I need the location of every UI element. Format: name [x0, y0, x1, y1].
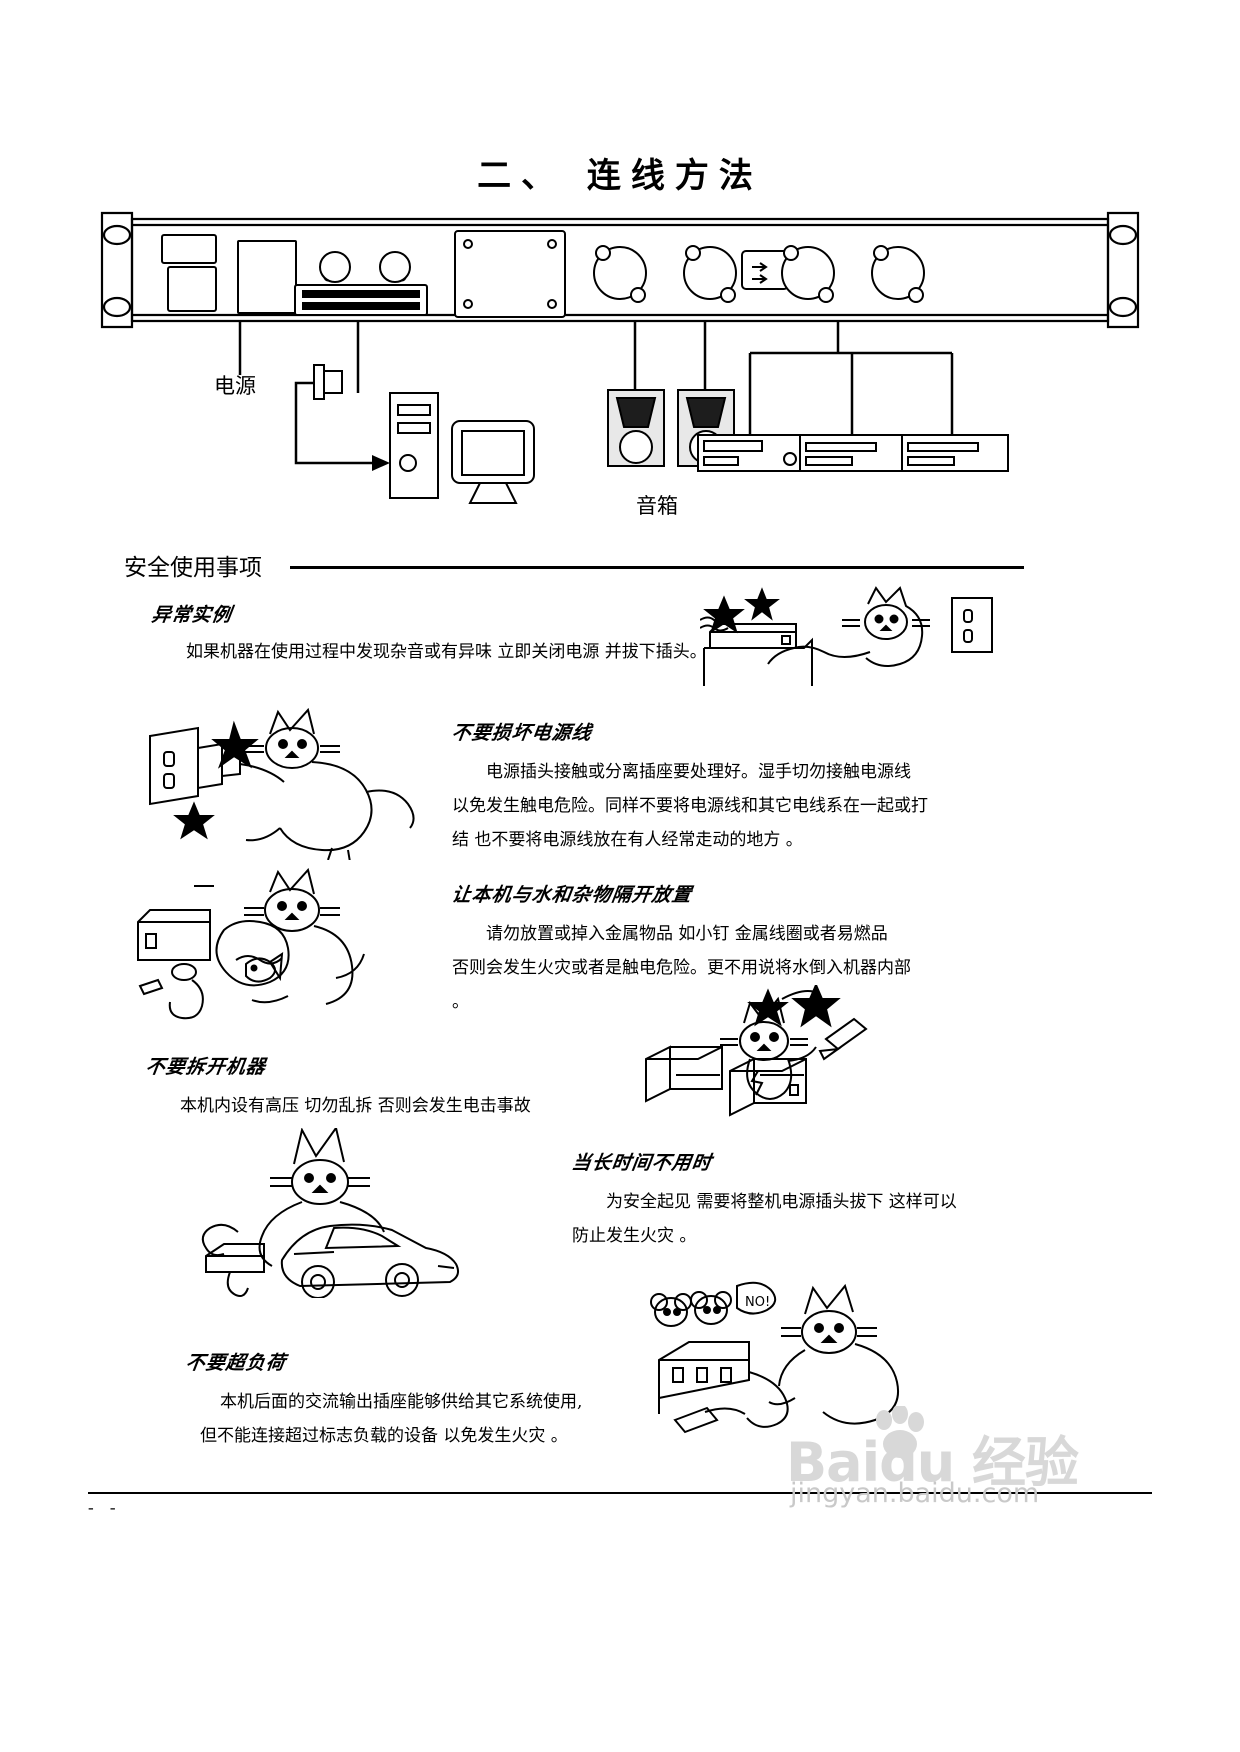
safety-block-water-debris: 让本机与水和杂物隔开放置 请勿放置或掉入金属物品 如小钉 金属线圈或者易燃品 否… — [450, 880, 932, 1019]
safety-block-do-not-overload: 不要超负荷 本机后面的交流输出插座能够供给其它系统使用, 但不能连接超过标志负载… — [184, 1348, 596, 1453]
block-title: 当长时间不用时 — [570, 1152, 714, 1174]
illustration-cat-on-car — [190, 1125, 490, 1299]
safety-section-heading: 安全使用事项 — [124, 548, 1024, 582]
illustration-cat-with-fishbowl — [128, 867, 378, 1028]
diagram-label-speaker: 音箱 — [636, 494, 678, 518]
diagram-label-power: 电源 — [214, 374, 256, 398]
block-title: 不要损坏电源线 — [450, 722, 594, 744]
block-title: 不要拆开机器 — [144, 1056, 268, 1078]
heading-rule — [290, 565, 1024, 569]
body-line: 防止发生火灾 。 — [572, 1226, 697, 1246]
body-line: 为安全起见 需要将整机电源插头拔下 这样可以 — [606, 1192, 957, 1212]
block-body: 本机内设有高压 切勿乱拆 否则会发生电击事故 — [146, 1089, 586, 1123]
body-line: 如果机器在使用过程中发现杂音或有异味 立即关闭电源 并拔下插头。 — [186, 642, 707, 662]
body-line: 否则会发生火灾或者是触电危险。更不用说将水倒入机器内部 。 — [452, 958, 911, 1012]
block-body: 为安全起见 需要将整机电源插头拔下 这样可以 防止发生火灾 。 — [572, 1185, 1002, 1253]
illustration-cat-and-mice-overload: NO! — [645, 1280, 935, 1440]
connection-diagram: 电源 音箱 — [90, 205, 1150, 535]
safety-block-do-not-disassemble: 不要拆开机器 本机内设有高压 切勿乱拆 否则会发生电击事故 — [144, 1052, 586, 1123]
page-title: 二、 连线方法 — [477, 156, 763, 196]
block-title: 不要超负荷 — [184, 1352, 288, 1374]
page-number: - - — [88, 1498, 122, 1517]
illustration-cat-pulling-plug — [136, 700, 426, 863]
body-line: 请勿放置或掉入金属物品 如小钉 金属线圈或者易燃品 — [486, 924, 888, 944]
block-title: 异常实例 — [150, 604, 234, 626]
safety-block-long-time-unused: 当长时间不用时 为安全起见 需要将整机电源插头拔下 这样可以 防止发生火灾 。 — [570, 1148, 1002, 1253]
block-body: 请勿放置或掉入金属物品 如小钉 金属线圈或者易燃品 否则会发生火灾或者是触电危险… — [452, 917, 932, 1019]
safety-block-power-cord: 不要损坏电源线 电源插头接触或分离插座要处理好。湿手切勿接触电源线 以免发生触电… — [450, 718, 932, 857]
safety-heading-text: 安全使用事项 — [124, 555, 262, 581]
block-body: 本机后面的交流输出插座能够供给其它系统使用, 但不能连接超过标志负载的设备 以免… — [186, 1385, 596, 1453]
body-line: 电源插头接触或分离插座要处理好。湿手切勿接触电源线 — [486, 762, 911, 782]
body-line: 结 也不要将电源线放在有人经常走动的地方 。 — [452, 830, 803, 850]
block-body: 如果机器在使用过程中发现杂音或有异味 立即关闭电源 并拔下插头。 — [152, 635, 732, 669]
footer-rule — [88, 1492, 1152, 1494]
block-body: 电源插头接触或分离插座要处理好。湿手切勿接触电源线 以免发生触电危险。同样不要将… — [452, 755, 932, 857]
body-line: 但不能连接超过标志负载的设备 以免发生火灾 。 — [200, 1426, 568, 1446]
block-title: 让本机与水和杂物隔开放置 — [450, 884, 694, 906]
illustration-cat-shocked-in-box — [630, 982, 880, 1120]
body-line: 以免发生触电危险。同样不要将电源线和其它电线系在一起或打 — [452, 796, 928, 816]
safety-block-abnormal: 异常实例 如果机器在使用过程中发现杂音或有异味 立即关闭电源 并拔下插头。 — [150, 600, 732, 669]
svg-text:NO!: NO! — [745, 1295, 770, 1310]
body-line: 本机后面的交流输出插座能够供给其它系统使用, — [220, 1392, 583, 1412]
illustration-cat-at-outlet — [699, 586, 1000, 696]
body-line: 本机内设有高压 切勿乱拆 否则会发生电击事故 — [180, 1096, 531, 1116]
